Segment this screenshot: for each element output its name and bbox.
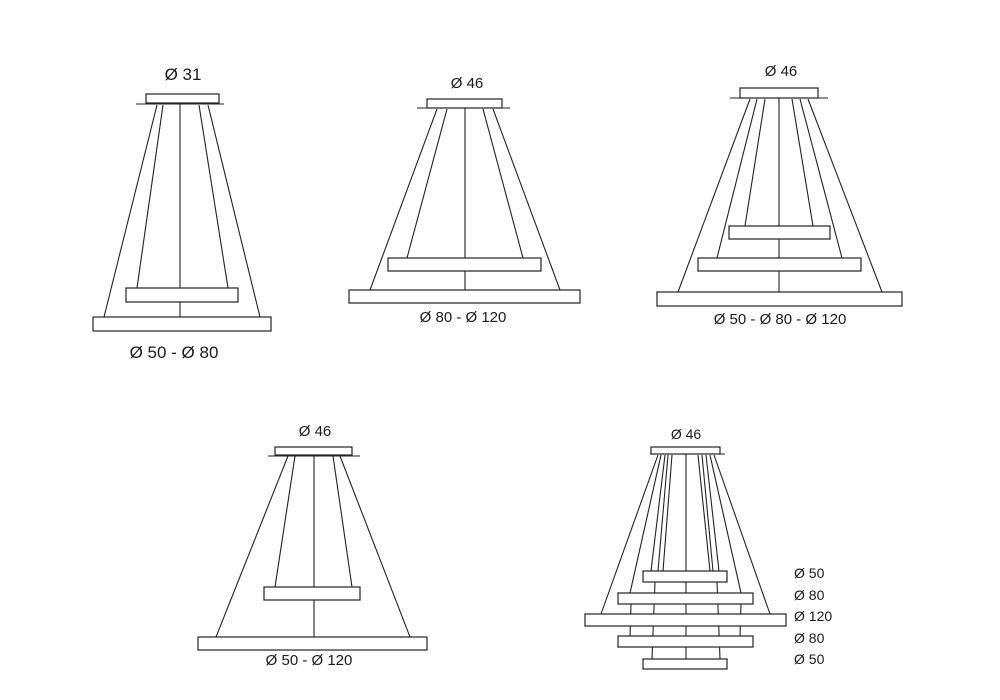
size-label: Ø 50 - Ø 120: [266, 652, 353, 669]
canopy: [650, 446, 721, 455]
canopy: [145, 93, 220, 104]
ring-label: Ø 50: [794, 565, 825, 581]
ring-small: [125, 287, 239, 303]
ring-large: [348, 289, 581, 304]
ring-50-top: [642, 570, 728, 583]
canopy-label: Ø 31: [165, 65, 202, 84]
ring-small: [387, 257, 542, 272]
size-label: Ø 50 - Ø 80: [130, 343, 219, 362]
canopy: [426, 98, 503, 109]
figure-two-ring-lamp-50-120: Ø 46 Ø 50 - Ø 120: [197, 423, 428, 669]
canopy-label: Ø 46: [299, 423, 332, 440]
ring-small: [728, 225, 831, 240]
ring-120: [584, 613, 787, 627]
canopy: [274, 446, 353, 456]
figure-two-ring-lamp-31: Ø 31 Ø 50 - Ø 80: [92, 65, 272, 362]
figure-two-ring-lamp-80-120: Ø 46 Ø 80 - Ø 120: [348, 75, 581, 326]
canopy-label: Ø 46: [765, 63, 798, 80]
ring-label: Ø 80: [794, 587, 825, 603]
canopy: [739, 87, 819, 99]
figure-five-ring-lamp: Ø 46 Ø 50 Ø 80 Ø 120 Ø 80 Ø 50: [584, 426, 832, 670]
ring-label: Ø 50: [794, 651, 825, 667]
ring-80-top: [617, 592, 754, 605]
ring-large: [92, 316, 272, 332]
ring-medium: [697, 257, 862, 272]
ring-large: [197, 636, 428, 651]
canopy-label: Ø 46: [671, 426, 702, 442]
size-label: Ø 50 - Ø 80 - Ø 120: [714, 311, 847, 328]
ring-80-bottom: [617, 635, 754, 648]
size-label: Ø 80 - Ø 120: [420, 309, 507, 326]
ring-label: Ø 120: [794, 608, 832, 624]
ring-50-bottom: [642, 658, 728, 670]
ring-label: Ø 80: [794, 630, 825, 646]
ring-small: [263, 586, 361, 601]
ring-large: [656, 291, 903, 307]
canopy-label: Ø 46: [451, 75, 484, 92]
figure-three-ring-lamp: Ø 46 Ø 50 - Ø 80 - Ø 120: [656, 63, 903, 328]
